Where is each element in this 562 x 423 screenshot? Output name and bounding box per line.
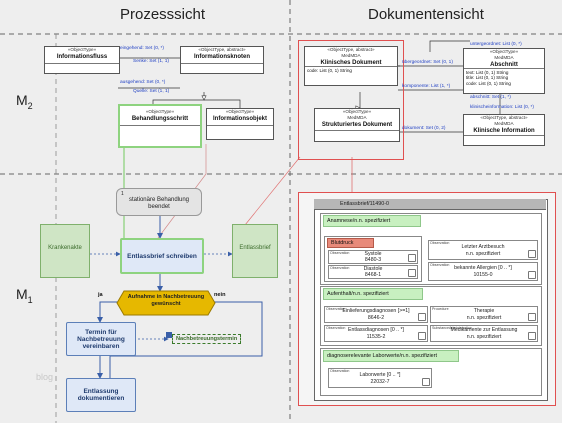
entry-einlieferungsdiagnosen: Observation Einlieferungsdiagnosen [>=1]…: [324, 306, 428, 323]
assoc-abschnitt: abschnitt: Set (1, *): [470, 95, 511, 100]
task-termin-vereinbaren: Termin für Nachbetreuung vereinbaren: [66, 322, 136, 356]
search-icon: [422, 378, 430, 386]
entry-letzter-arztbesuch: Observation Letzter Arztbesuch n.n. spez…: [428, 240, 538, 260]
task-entlassung-dokumentieren: Entlassung dokumentieren: [66, 378, 136, 412]
assoc-dokument: dokument: Set (0, 2): [402, 126, 446, 131]
assoc-untergeordnet: untergeordnet: List (0, *): [470, 42, 522, 47]
document-title-bar: [314, 199, 546, 210]
doc-entlassbrief: Entlassbrief: [232, 224, 278, 278]
decision-label: Aufnahme in Nachbetreuung gewünscht: [127, 294, 205, 307]
search-icon: [408, 254, 416, 262]
entry-bekannte-allergien: Observation bekannte Allergien [0 .. *] …: [428, 262, 538, 281]
entry-entlassdiagnosen: Observation Entlassdiagnosen [0 .. *] 11…: [324, 325, 428, 342]
info-object-icon: [166, 332, 172, 338]
uml-abschnitt: «ObjectType» MedMDA Abschnitt text: List…: [463, 48, 545, 94]
entry-medikamente: SubstanceAdministration Medikamente zur …: [430, 325, 538, 342]
uml-klinische-information: «ObjectType, abstract» MedMDA Klinische …: [463, 114, 545, 146]
doc-krankenakte: Krankenakte: [40, 224, 90, 278]
assoc-senke: Senke: Set (1, 1): [133, 59, 169, 64]
klinisches-dokument-highlight: [298, 40, 404, 160]
header-prozesssicht: Prozesssicht: [120, 6, 206, 23]
level-m2: M2: [16, 92, 33, 111]
level-m1: M1: [16, 286, 33, 305]
event-behandlung-beendet: 1 stationäre Behandlung beendet: [116, 188, 202, 216]
task-entlassbrief-schreiben: Entlassbrief schreiben: [120, 238, 204, 274]
section-aufenthalt-title: Aufenthalt/n.n. spezifiziert: [323, 288, 423, 300]
subsection-blutdruck-title: Blutdruck: [327, 238, 374, 248]
assoc-ausgehend: ausgehend: Set (0, *): [120, 80, 166, 85]
uml-informationsfluss: «ObjectType» Informationsfluss: [44, 46, 120, 74]
search-icon: [528, 313, 536, 321]
uml-informationsknoten: «ObjectType, abstract» Informationsknote…: [180, 46, 264, 74]
assoc-eingehend: eingehend: Set (0, *): [120, 46, 165, 51]
entry-laborwerte: Observation Laborwerte [0 .. *] 22032-7: [328, 368, 432, 388]
uml-strukturiertes-dokument: «ObjectType» MedMDA Strukturiertes Dokum…: [314, 108, 400, 142]
assoc-uebergeordnet: übergeordnet: Set (0, 1): [402, 60, 453, 65]
section-anamnese-title: Anamnese/n.n. spezifiziert: [323, 215, 421, 227]
entry-diastole: Observation Diastole 8468-1: [328, 265, 418, 279]
entry-therapie: Procedure Therapie n.n. spezifiziert: [430, 306, 538, 323]
search-icon: [408, 269, 416, 277]
search-icon: [528, 250, 536, 258]
assoc-klinischeinformation: klinischeinformation: List (0, *): [470, 105, 534, 110]
watermark: blog: [36, 372, 54, 382]
section-laborwerte-title: diagnoserelevante Laborwerte/n.n. spezif…: [323, 350, 459, 362]
search-icon: [418, 313, 426, 321]
uml-behandlungsschritt: «ObjectType» Behandlungsschritt: [118, 104, 202, 148]
header-dokumentensicht: Dokumentensicht: [368, 6, 484, 23]
search-icon: [528, 271, 536, 279]
decision-gateway: [116, 290, 216, 316]
entry-systole: Observation Systole 8480-3: [328, 250, 418, 264]
branch-ja: ja: [98, 292, 103, 298]
search-icon: [418, 332, 426, 340]
uml-informationsobjekt: «ObjectType» Informationsobjekt: [206, 108, 274, 140]
assoc-komponente: komponente: List (1, *): [402, 84, 451, 89]
uml-klinisches-dokument: «ObjectType, abstract» MedMDA Klinisches…: [304, 46, 398, 86]
info-nachbetreuungstermin: Nachbetreuungstermin: [172, 334, 242, 344]
search-icon: [528, 332, 536, 340]
branch-nein: nein: [214, 292, 226, 298]
assoc-quelle: Quelle: Set (1, 1): [133, 89, 170, 94]
document-title: Entlassbrief/11490-0: [340, 201, 390, 207]
